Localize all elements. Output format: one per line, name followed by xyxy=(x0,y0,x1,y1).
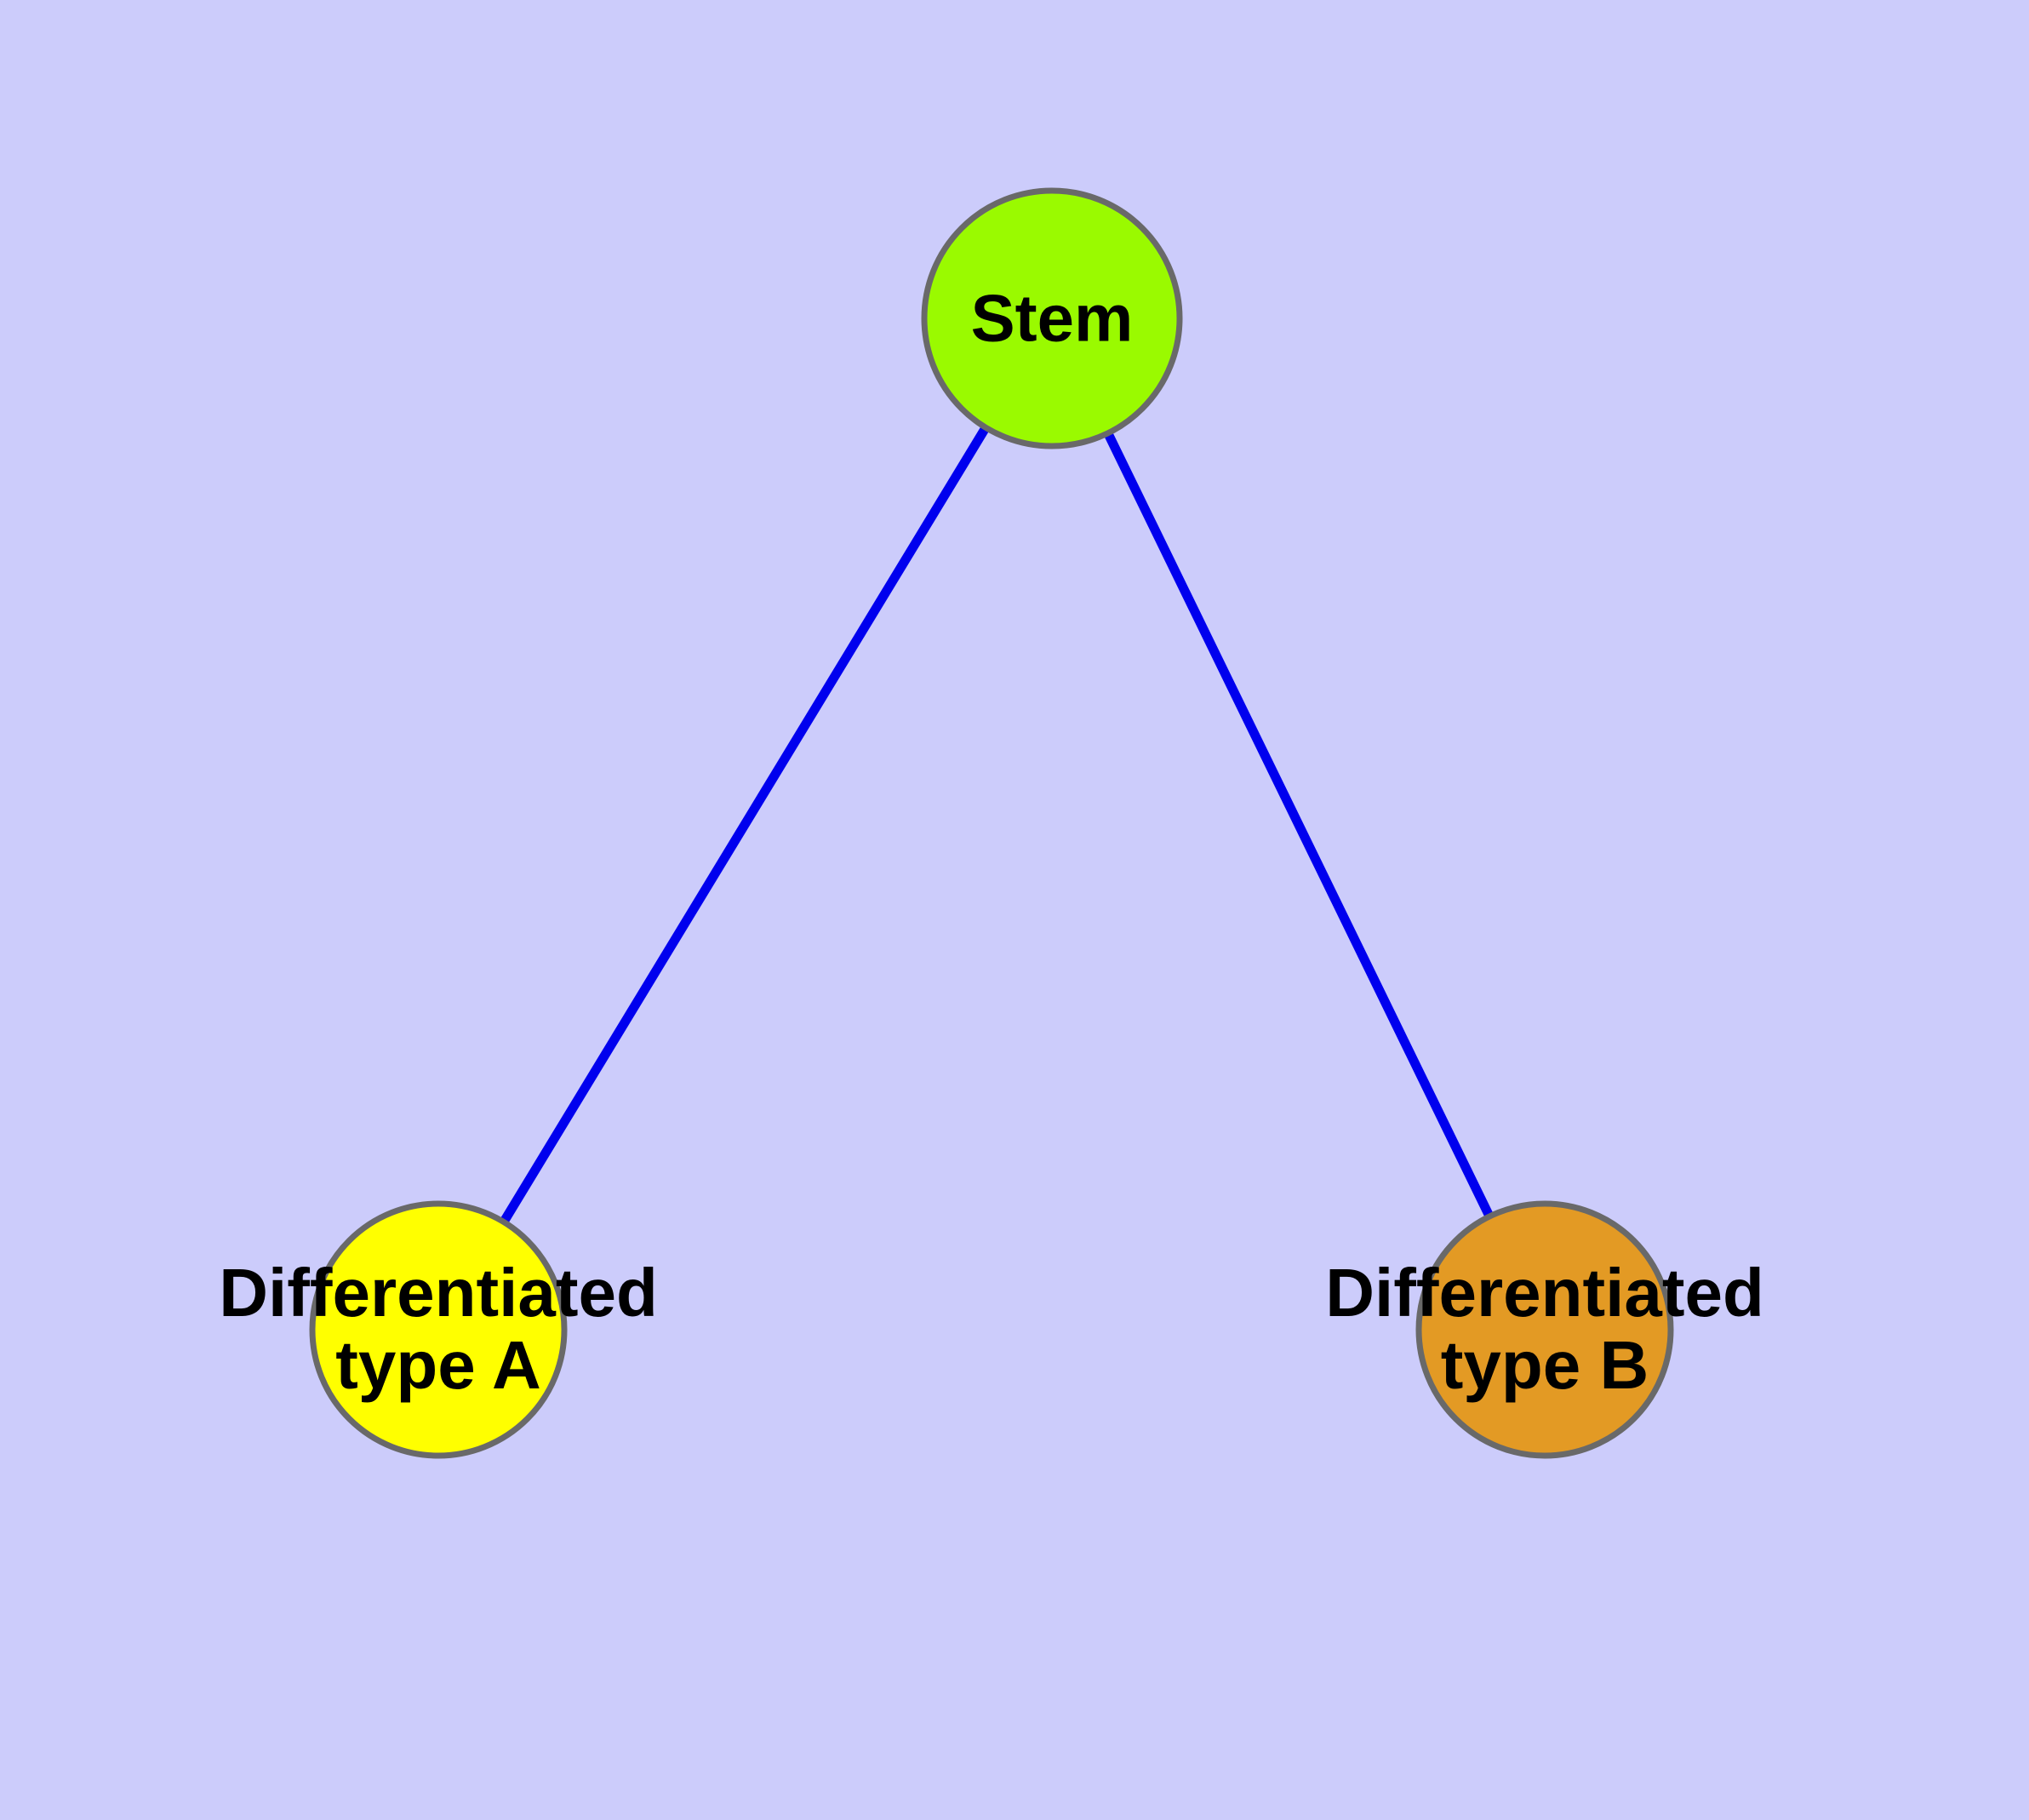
node-diff-b[interactable] xyxy=(1415,1200,1674,1459)
node-stem[interactable] xyxy=(921,187,1183,449)
edge-stem-diff-a[interactable] xyxy=(434,316,1056,1332)
node-diff-a[interactable] xyxy=(309,1200,568,1459)
edge-layer xyxy=(434,316,1549,1332)
edge-stem-diff-b[interactable] xyxy=(1048,316,1549,1332)
node-layer xyxy=(309,187,1674,1459)
